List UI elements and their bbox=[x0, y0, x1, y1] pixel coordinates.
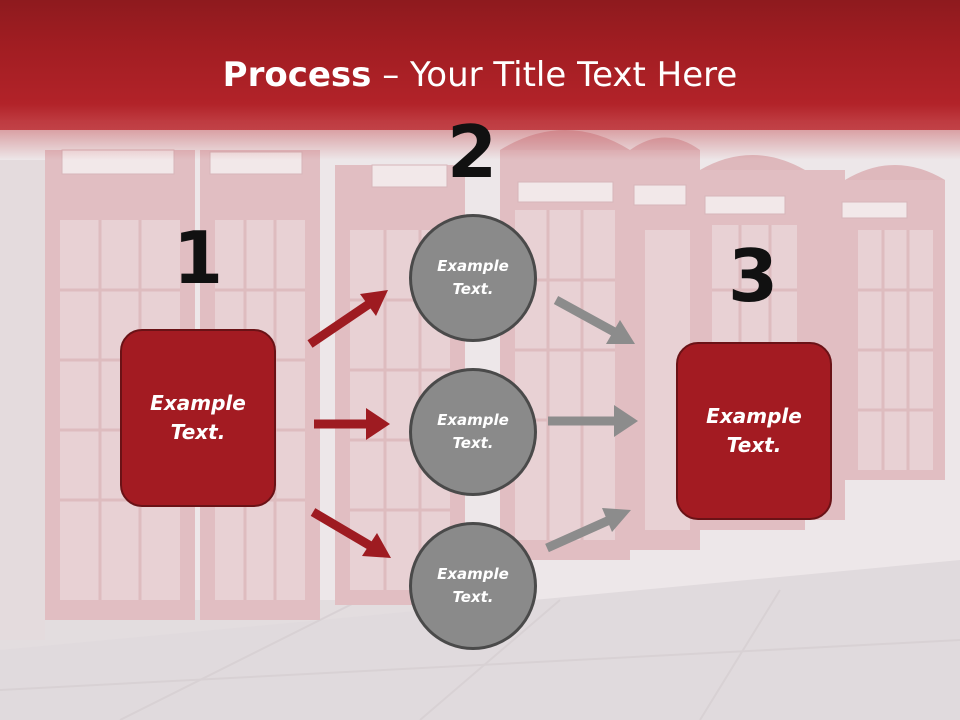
step-number-1: 1 bbox=[172, 216, 224, 300]
red-arrow-up bbox=[307, 290, 388, 348]
step-number-3: 3 bbox=[727, 234, 779, 318]
circle-top-line1: Example bbox=[437, 257, 509, 275]
title-bar bbox=[0, 0, 960, 130]
red-arrow-down bbox=[310, 508, 391, 558]
title-separator: – bbox=[371, 55, 411, 95]
step-1-text: Example Text. bbox=[150, 389, 246, 447]
circle-middle-line1: Example bbox=[437, 411, 509, 429]
circle-bottom-line1: Example bbox=[437, 565, 509, 583]
circle-bottom-text: Example Text. bbox=[437, 563, 509, 609]
step-1-box[interactable]: Example Text. bbox=[120, 329, 276, 507]
circle-middle-text: Example Text. bbox=[437, 409, 509, 455]
step-3-line2: Text. bbox=[726, 433, 782, 457]
circle-top-text: Example Text. bbox=[437, 255, 509, 301]
step-3-line1: Example bbox=[706, 404, 802, 428]
title-bar-fade bbox=[0, 120, 960, 160]
step-2-circle-bottom[interactable]: Example Text. bbox=[409, 522, 537, 650]
step-3-text: Example Text. bbox=[706, 402, 802, 460]
circle-bottom-line2: Text. bbox=[452, 588, 494, 606]
title-bold: Process bbox=[222, 55, 372, 95]
step-2-circle-top[interactable]: Example Text. bbox=[409, 214, 537, 342]
step-1-line2: Text. bbox=[170, 420, 226, 444]
gray-arrow-middle bbox=[548, 405, 638, 437]
step-3-box[interactable]: Example Text. bbox=[676, 342, 832, 520]
gray-arrow-down bbox=[553, 296, 635, 344]
title-rest: Your Title Text Here bbox=[410, 55, 738, 95]
step-2-circle-middle[interactable]: Example Text. bbox=[409, 368, 537, 496]
circle-top-line2: Text. bbox=[452, 280, 494, 298]
step-1-line1: Example bbox=[150, 391, 246, 415]
red-arrow-middle bbox=[314, 408, 390, 440]
gray-arrow-up bbox=[545, 508, 631, 553]
step-number-2: 2 bbox=[446, 110, 498, 194]
circle-middle-line2: Text. bbox=[452, 434, 494, 452]
slide-title: Process – Your Title Text Here bbox=[0, 52, 960, 98]
